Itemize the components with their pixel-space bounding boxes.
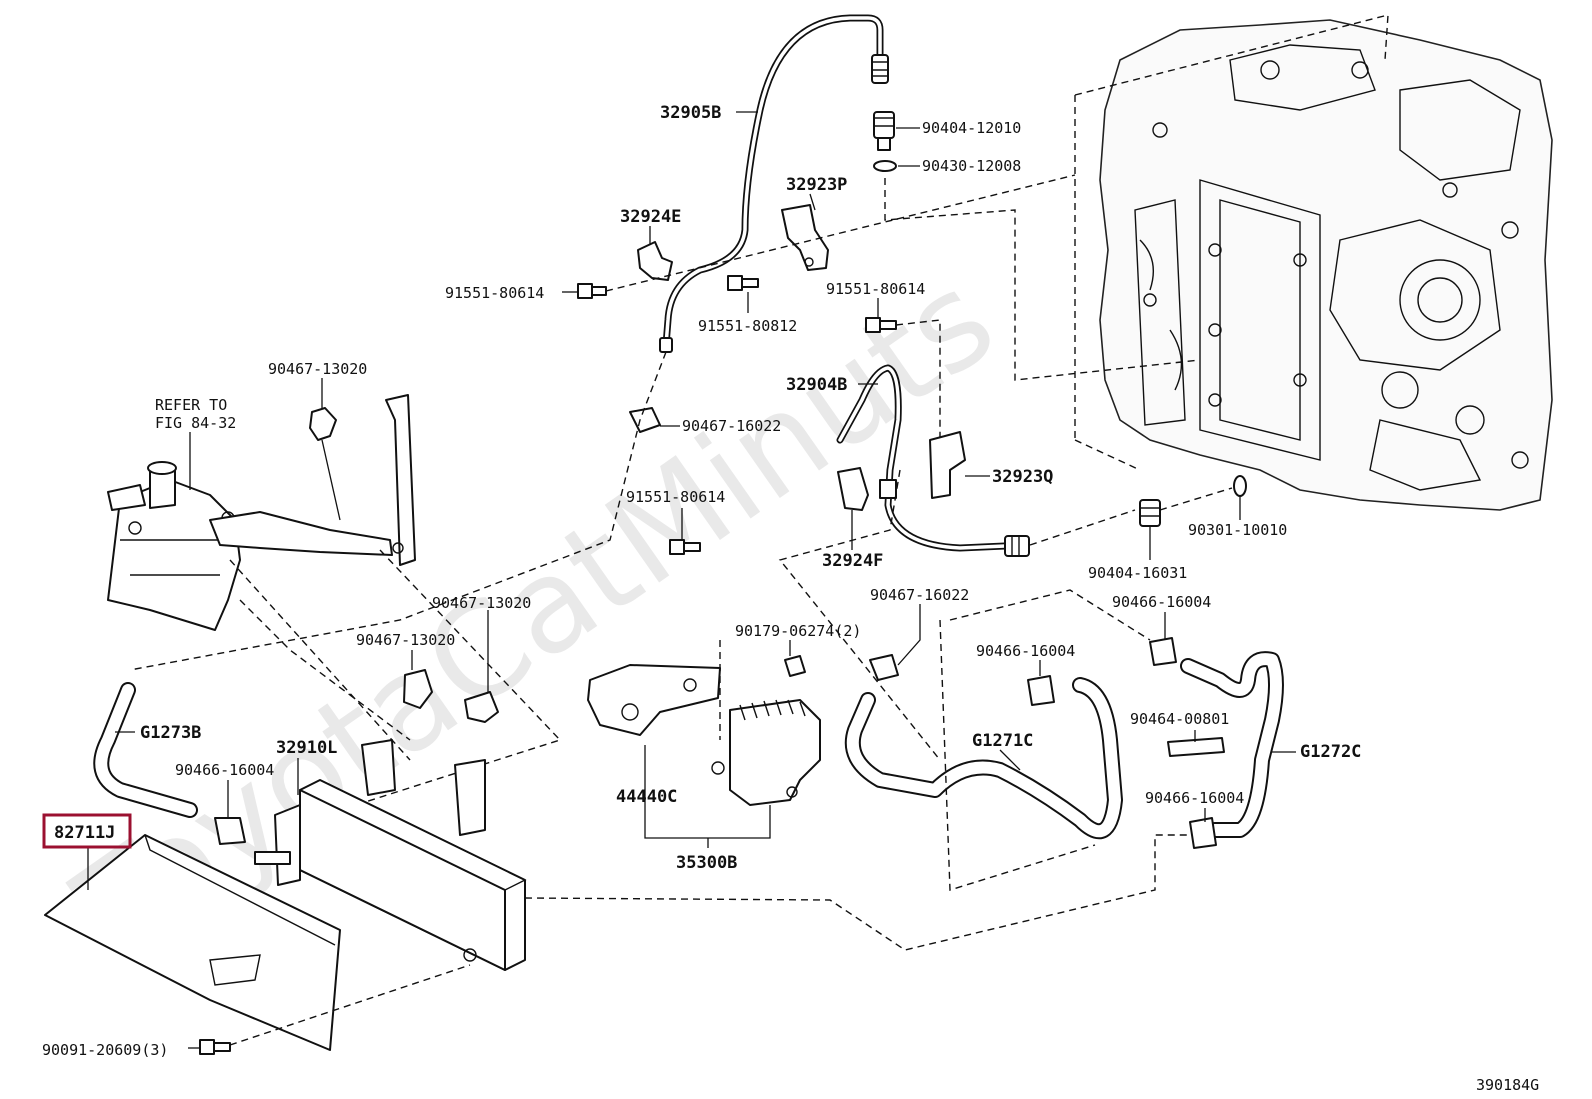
label-91551-80614-b: 91551-80614 [826,280,925,298]
label-91551-80614-c: 91551-80614 [626,488,725,506]
label-82711J[interactable]: 82711J [54,823,115,843]
label-90466-16004-a: 90466-16004 [976,642,1075,660]
bolt-91551-80812 [727,275,759,291]
clamp-32923P [781,204,829,271]
clip-90467-16022-b [869,654,899,681]
label-90467-16022-b: 90467-16022 [870,586,969,604]
bolt-91551-80614-c [669,539,701,555]
clip-90467-13020-a [309,407,337,441]
hose-clamp-90466-16004-b [1149,637,1177,666]
gasket-90430-12008 [873,160,897,172]
label-90466-16004-c: 90466-16004 [175,761,274,779]
bolt-91551-80614-a [577,283,607,299]
label-32923Q: 32923Q [992,467,1053,487]
hose-clamp-90466-16004-a [1027,675,1055,706]
clamp-32924E [637,241,673,281]
hose-clamp-90466-16004-d [1189,817,1217,849]
label-90467-16022-a: 90467-16022 [682,417,781,435]
label-G1272C: G1272C [1300,742,1361,762]
label-35300B: 35300B [676,853,737,873]
label-90467-13020-c: 90467-13020 [356,631,455,649]
figure-code: 390184G [1476,1076,1539,1094]
label-32905B: 32905B [660,103,721,123]
label-90464-00801: 90464-00801 [1130,710,1229,728]
clip-90467-13020-b [403,669,433,709]
clamp-90464-00801 [1167,737,1225,757]
label-91551-80812: 91551-80812 [698,317,797,335]
union-90404-16031 [1139,499,1161,527]
hose-G1271C [844,677,1123,840]
leader-lines [87,111,1296,1049]
label-90466-16004-d: 90466-16004 [1145,789,1244,807]
highlight-box-82711J [42,813,132,849]
bolt-91551-80614-b [865,317,897,333]
label-G1271C: G1271C [972,731,1033,751]
label-90179-06274: 90179-06274(2) [735,622,861,640]
bracket-assembly [209,394,416,566]
label-90430-12008: 90430-12008 [922,157,1021,175]
label-90467-13020-a: 90467-13020 [268,360,367,378]
label-91551-80614-a: 91551-80614 [445,284,544,302]
bolt-90179-06274 [784,655,806,677]
transaxle-assembly [1074,14,1553,511]
clamp-32923Q [929,431,966,499]
label-32923P: 32923P [786,175,847,195]
refer-note-line1: REFER TO [155,396,227,414]
label-32924E: 32924E [620,207,681,227]
hose-clamp-90466-16004-c [214,817,246,845]
refer-note-line2: FIG 84-32 [155,414,236,432]
oil-cooler-32910L [254,739,527,971]
o-ring-90301-10010 [1233,475,1247,497]
hose-G1273B [93,682,198,818]
label-G1273B: G1273B [140,723,201,743]
union-90404-12010 [873,111,895,151]
pipe-32905B [659,14,889,353]
bracket-44440C [587,664,721,736]
label-90467-13020-b: 90467-13020 [432,594,531,612]
bolt-90091-20609 [199,1039,231,1055]
electric-water-pump [107,461,241,631]
clip-90467-16022-a [629,407,661,433]
label-90301-10010: 90301-10010 [1188,521,1287,539]
label-90404-16031: 90404-16031 [1088,564,1187,582]
valve-35300B [711,699,821,806]
hose-G1272C [1180,651,1284,838]
clip-90467-13020-c [464,691,499,723]
label-90404-12010: 90404-12010 [922,119,1021,137]
label-32904B: 32904B [786,375,847,395]
label-44440C: 44440C [616,787,677,807]
label-90466-16004-b: 90466-16004 [1112,593,1211,611]
label-32910L: 32910L [276,738,337,758]
clamp-32924F [837,467,869,511]
pipe-32904B [836,364,1030,557]
label-32924F: 32924F [822,551,883,571]
label-90091-20609: 90091-20609(3) [42,1041,168,1059]
